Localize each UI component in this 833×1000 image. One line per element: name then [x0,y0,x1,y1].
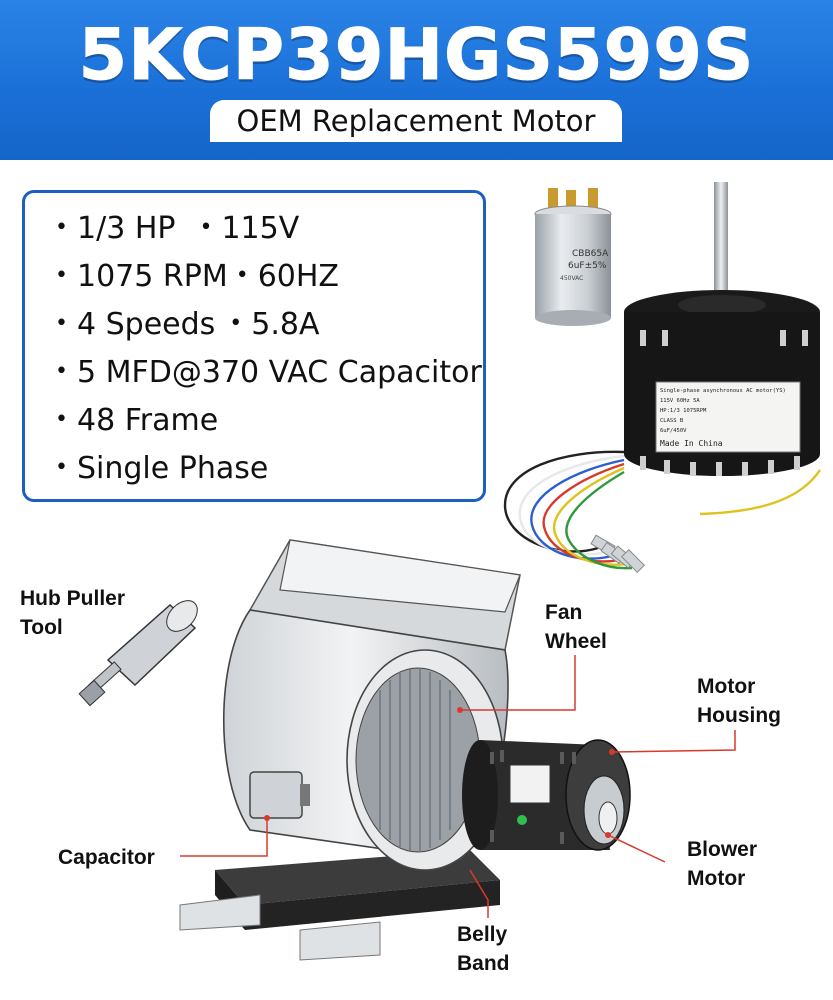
label-hub-puller-tool: Hub Puller Tool [20,587,126,639]
subtitle-text: OEM Replacement Motor [236,104,596,138]
motor-label-line1: Single-phase asynchronous AC motor(YS) [660,388,786,394]
subtitle-pill: OEM Replacement Motor [210,100,622,142]
motor-photo: Single-phase asynchronous AC motor(YS) 1… [624,290,820,476]
spec-frequency: 60HZ [257,259,339,294]
spec-speeds: 4 Speeds [77,307,216,342]
motor-label-line4: CLASS B [660,418,684,424]
leader-lines [180,655,736,918]
spec-phase: Single Phase [77,451,269,486]
motor-label-line3: HP:1/3 1075RPM [660,408,707,414]
label-fan-wheel: Fan Wheel [545,601,607,653]
spec-frame: 48 Frame [77,403,219,438]
capacitor-voltage-text: 450VAC [560,275,583,282]
label-motor-housing: Motor Housing [697,675,781,727]
motor-label-line5: 6uF/450V [660,428,687,434]
belly-band-base [179,850,500,961]
label-capacitor: Capacitor [58,846,155,869]
blower-motor-drawing [462,739,631,851]
spec-voltage: 115V [221,211,300,246]
spec-rpm: 1075 RPM [77,259,228,294]
blower-housing [222,539,521,871]
spec-line: •1/3 HP•115V [55,211,300,246]
capacitor-rating-text: 6uF±5% [568,261,607,271]
motor-shaft [714,182,728,300]
capacitor-photo: CBB65A 6uF±5% 450VAC [534,188,612,326]
header-banner: 5KCP39HGS599S OEM Replacement Motor [0,0,833,160]
spec-line: •1075 RPM•60HZ [55,259,339,294]
specs-box: •1/3 HP•115V •1075 RPM•60HZ •4 Speeds•5.… [22,190,486,502]
spec-line: •48 Frame [55,403,219,438]
motor-label-madein: Made In China [660,439,723,448]
label-belly-band: Belly Band [457,923,510,975]
spec-line: •5 MFD@370 VAC Capacitor [55,355,482,390]
model-title: 5KCP39HGS599S [78,14,755,97]
label-blower-motor: Blower Motor [687,838,758,890]
spec-hp: 1/3 HP [77,211,176,246]
motor-label-line2: 115V 60Hz 5A [660,398,700,404]
motor-wires [503,450,821,570]
spec-amps: 5.8A [251,307,320,342]
wire-terminals [590,534,646,574]
spec-capacitor: 5 MFD@370 VAC Capacitor [77,355,482,390]
spec-line: •4 Speeds•5.8A [55,307,320,342]
spec-line: •Single Phase [55,451,269,486]
capacitor-model-text: CBB65A [572,249,609,259]
